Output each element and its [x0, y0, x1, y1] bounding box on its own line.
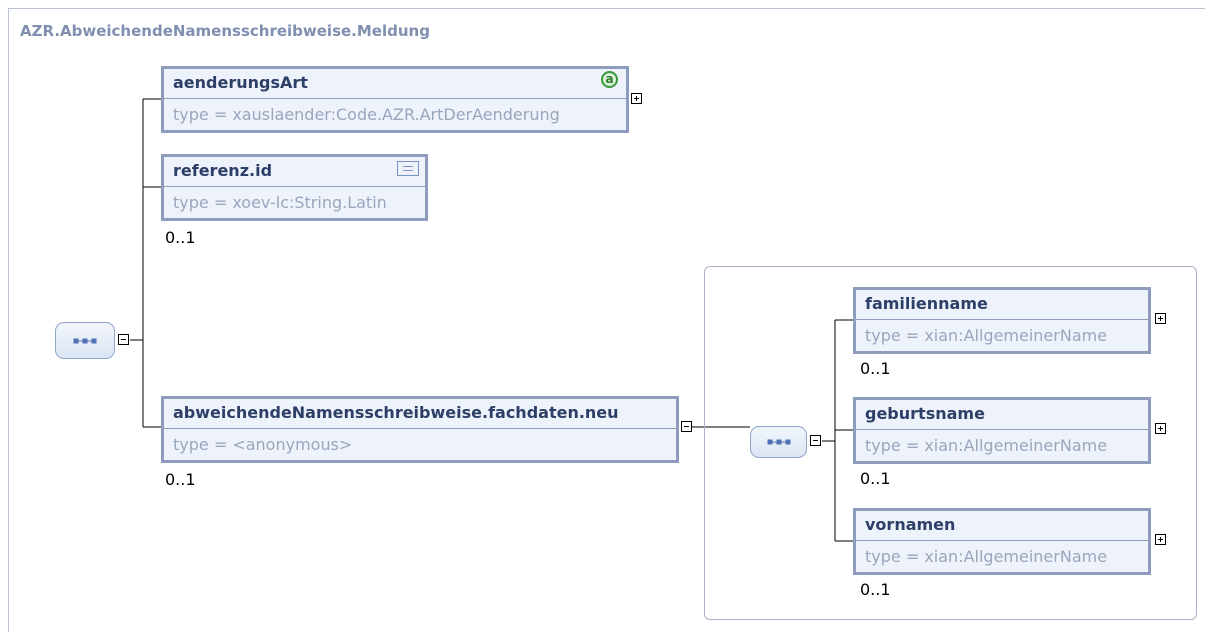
- element-box-vornamen[interactable]: vornamen type = xian:AllgemeinerName: [853, 508, 1151, 575]
- sequence-compositor-icon[interactable]: [55, 322, 115, 359]
- element-type: type = xian:AllgemeinerName: [865, 326, 1108, 345]
- collapse-toggle[interactable]: [118, 334, 129, 345]
- collapse-toggle[interactable]: [681, 421, 692, 432]
- element-name: abweichendeNamensschreibweise.fachdaten.…: [164, 399, 676, 429]
- expand-toggle[interactable]: [631, 93, 642, 104]
- element-name: geburtsname: [856, 400, 1148, 430]
- element-type: type = xian:AllgemeinerName: [865, 436, 1108, 455]
- diagram-title: AZR.AbweichendeNamensschreibweise.Meldun…: [20, 22, 430, 40]
- cardinality-label: 0..1: [860, 359, 891, 378]
- attribute-icon: a: [601, 71, 618, 88]
- element-type: type = <anonymous>: [173, 435, 353, 454]
- element-box-fachdaten-neu[interactable]: abweichendeNamensschreibweise.fachdaten.…: [161, 396, 679, 463]
- expand-toggle[interactable]: [1155, 313, 1166, 324]
- element-type: type = xian:AllgemeinerName: [865, 547, 1108, 566]
- collapse-toggle[interactable]: [810, 435, 821, 446]
- element-box-familienname[interactable]: familienname type = xian:AllgemeinerName: [853, 287, 1151, 354]
- element-box-referenz-id[interactable]: referenz.id type = xoev-lc:String.Latin: [161, 154, 428, 221]
- element-type: type = xoev-lc:String.Latin: [173, 193, 387, 212]
- element-type: type = xauslaender:Code.AZR.ArtDerAender…: [173, 105, 560, 124]
- expand-toggle[interactable]: [1155, 423, 1166, 434]
- element-box-aenderungsart[interactable]: aenderungsArt type = xauslaender:Code.AZ…: [161, 66, 629, 133]
- cardinality-label: 0..1: [860, 469, 891, 488]
- element-box-geburtsname[interactable]: geburtsname type = xian:AllgemeinerName: [853, 397, 1151, 464]
- element-name: familienname: [856, 290, 1148, 320]
- cardinality-label: 0..1: [165, 470, 196, 489]
- cardinality-label: 0..1: [165, 228, 196, 247]
- element-name: vornamen: [856, 511, 1148, 541]
- cardinality-label: 0..1: [860, 580, 891, 599]
- diagram-frame: [8, 8, 1205, 632]
- complex-type-group-box: [704, 266, 1197, 620]
- element-name: aenderungsArt: [164, 69, 626, 99]
- documentation-icon: [397, 161, 419, 176]
- expand-toggle[interactable]: [1155, 534, 1166, 545]
- sequence-compositor-icon[interactable]: [750, 426, 807, 458]
- element-name: referenz.id: [164, 157, 425, 187]
